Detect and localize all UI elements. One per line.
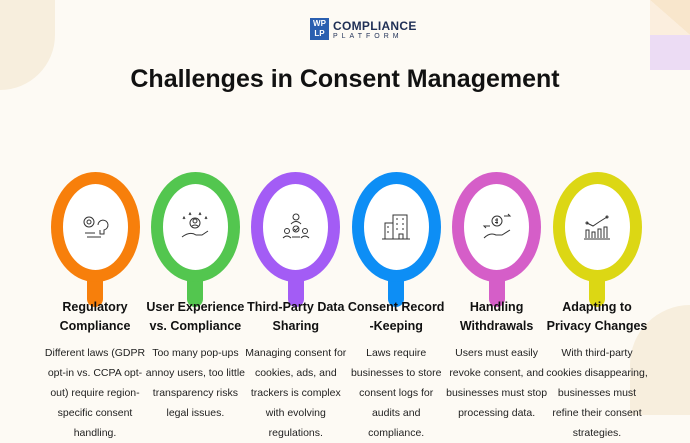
people-network-icon xyxy=(282,213,310,239)
ring-stem xyxy=(488,279,505,307)
challenge-card: User Experience vs. Compliance Too many … xyxy=(143,172,247,423)
challenge-heading: Regulatory Compliance xyxy=(59,300,131,333)
challenge-description: Laws require businesses to store consent… xyxy=(350,347,442,439)
challenge-description: With third-party cookies disappearing, b… xyxy=(546,347,648,439)
challenge-card: Third-Party Data Sharing Managing consen… xyxy=(244,172,348,443)
logo-text: COMPLIANCE xyxy=(333,18,417,33)
challenge-card: Adapting to Privacy Changes With third-p… xyxy=(545,172,649,443)
ring-stem xyxy=(589,279,605,307)
challenge-description: Too many pop-ups annoy users, too little… xyxy=(145,347,245,419)
icon-ring xyxy=(552,172,642,282)
logo-mark-bottom: LP xyxy=(314,29,325,38)
ring-stem xyxy=(87,279,103,307)
challenge-heading: User Experience vs. Compliance xyxy=(146,300,245,333)
challenge-heading: Consent Record -Keeping xyxy=(347,300,445,333)
building-icon xyxy=(382,214,411,240)
challenge-card: Regulatory Compliance Different laws (GD… xyxy=(43,172,147,443)
money-hand-icon xyxy=(482,213,511,239)
logo-subtext: PLATFORM xyxy=(333,32,403,40)
gear-lightbulb-icon xyxy=(83,216,109,238)
icon-ring xyxy=(50,172,140,282)
ring-stem xyxy=(187,279,204,307)
challenge-description: Different laws (GDPR opt-in vs. CCPA opt… xyxy=(44,347,146,439)
challenge-heading: Adapting to Privacy Changes xyxy=(546,300,648,333)
challenge-card: Consent Record -Keeping Laws require bus… xyxy=(344,172,448,443)
user-rating-hand-icon xyxy=(182,211,209,238)
challenge-card: Handling Withdrawals Users must easily r… xyxy=(445,172,549,423)
icon-ring xyxy=(351,172,441,282)
ring-stem xyxy=(287,279,304,307)
decorative-triangles xyxy=(650,0,690,70)
icon-ring xyxy=(452,172,542,282)
page-title: Challenges in Consent Management xyxy=(130,65,560,93)
challenge-description: Users must easily revoke consent, and bu… xyxy=(446,347,548,419)
chart-trend-icon xyxy=(584,215,610,240)
icon-ring xyxy=(150,172,240,282)
logo-mark-top: WP xyxy=(313,19,326,28)
challenge-heading: Third-Party Data Sharing xyxy=(247,300,345,333)
icon-ring xyxy=(251,172,341,282)
challenge-heading: Handling Withdrawals xyxy=(459,300,534,333)
challenge-description: Managing consent for cookies, ads, and t… xyxy=(245,347,347,439)
ring-stem xyxy=(388,279,405,307)
